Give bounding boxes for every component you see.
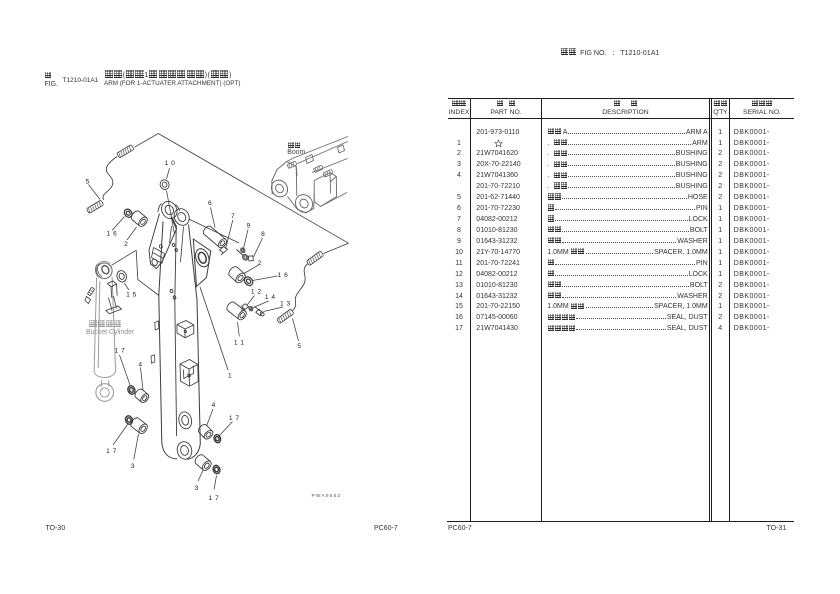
svg-text:1 2: 1 2: [251, 289, 262, 296]
svg-text:1 5: 1 5: [126, 292, 137, 299]
svg-text:1 1: 1 1: [234, 340, 245, 347]
svg-text:1 4: 1 4: [265, 294, 276, 301]
svg-text:1 6: 1 6: [107, 231, 118, 238]
svg-text:4: 4: [138, 362, 142, 369]
svg-text:2: 2: [258, 260, 262, 267]
svg-text:1 3: 1 3: [280, 300, 291, 307]
svg-text:4: 4: [212, 402, 216, 409]
svg-text:1 7: 1 7: [229, 415, 240, 422]
svg-text:1 7: 1 7: [209, 495, 220, 502]
svg-text:1: 1: [228, 372, 232, 379]
svg-text:1 7: 1 7: [106, 448, 117, 455]
svg-text:8: 8: [261, 231, 265, 238]
svg-text:3: 3: [131, 463, 135, 470]
svg-text:7: 7: [231, 213, 235, 220]
svg-text:9: 9: [246, 223, 250, 230]
svg-text:5: 5: [86, 179, 90, 186]
svg-text:3: 3: [195, 485, 199, 492]
svg-text:2: 2: [124, 241, 128, 248]
svg-text:1 0: 1 0: [165, 160, 176, 167]
svg-text:PWA9552: PWA9552: [312, 493, 342, 499]
svg-text:6: 6: [208, 200, 212, 207]
svg-text:5: 5: [297, 343, 301, 350]
svg-text:1 7: 1 7: [115, 348, 126, 355]
svg-text:1 6: 1 6: [278, 272, 289, 279]
